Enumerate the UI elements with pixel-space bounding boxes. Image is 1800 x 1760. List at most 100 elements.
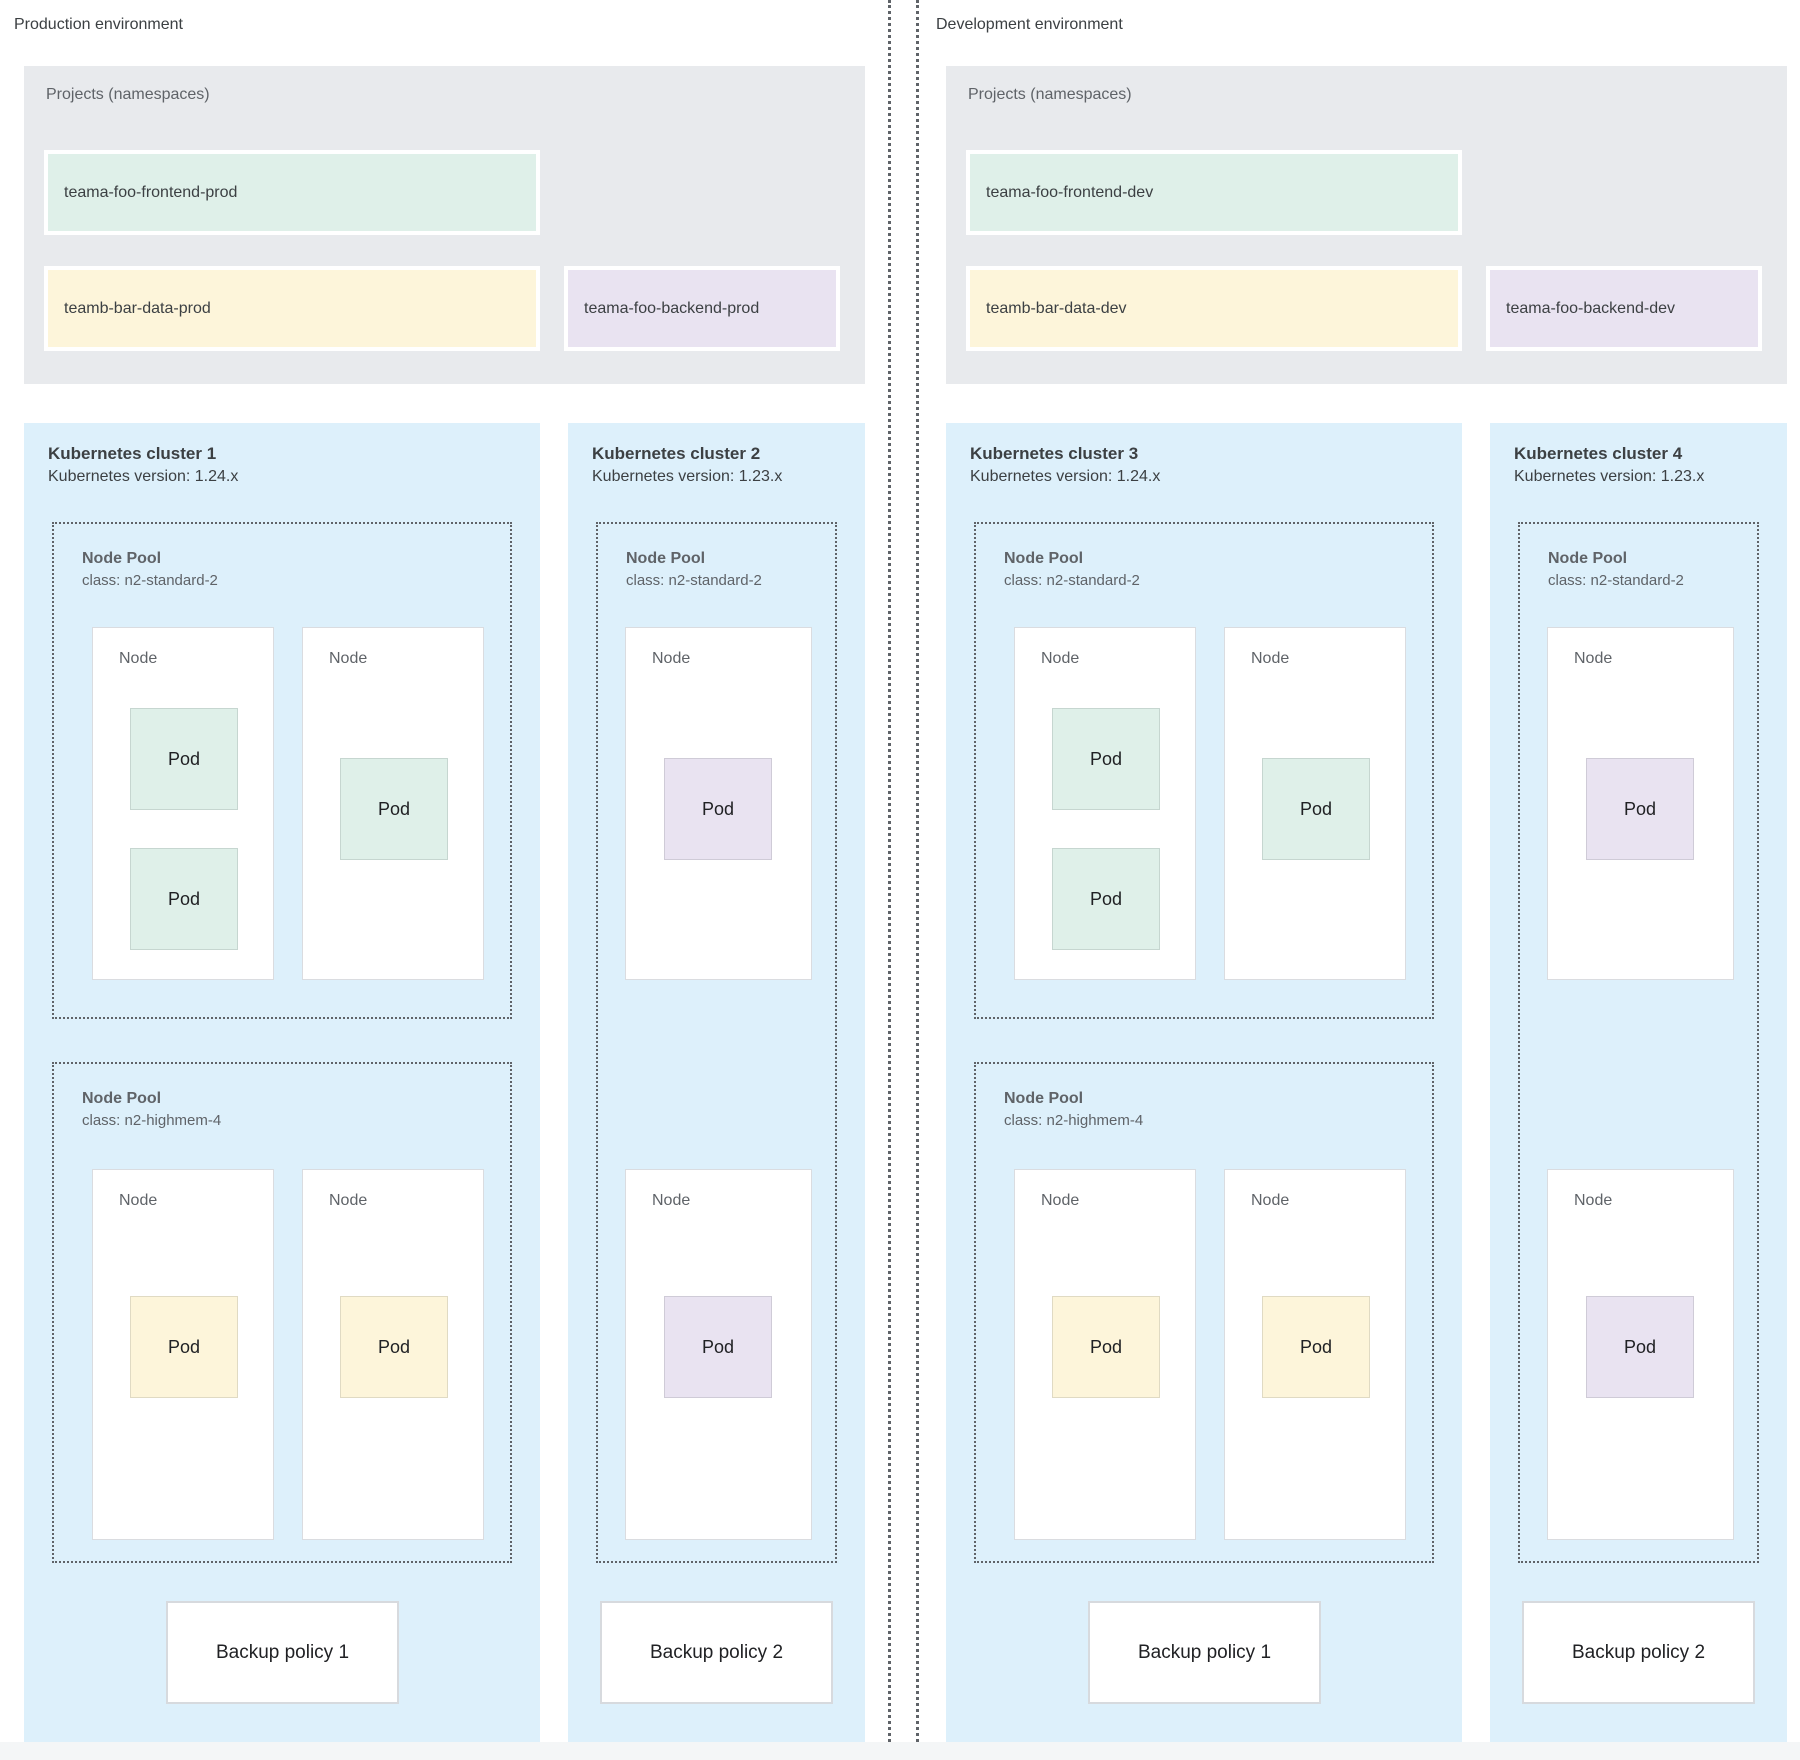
production-projects-box: Projects (namespaces) teama-foo-frontend…	[24, 66, 865, 384]
node-box: Node Pod	[1224, 1169, 1406, 1540]
project-chip-teamb-bar-data-prod: teamb-bar-data-prod	[44, 266, 540, 351]
pod-box: Pod	[130, 848, 238, 950]
pod-box: Pod	[664, 758, 772, 860]
node-box: Node Pod	[1224, 627, 1406, 980]
pod-box: Pod	[1586, 758, 1694, 860]
pod-label: Pod	[701, 798, 735, 819]
pod-label: Pod	[1299, 798, 1333, 819]
node-pool-standard: Node Pool class: n2-standard-2 Node Pod …	[1518, 522, 1759, 1563]
node-label: Node	[1251, 1192, 1290, 1209]
project-chip-teama-foo-frontend-dev: teama-foo-frontend-dev	[966, 150, 1462, 235]
pod-label: Pod	[1089, 748, 1123, 769]
backup-policy-label: Backup policy 2	[1571, 1641, 1706, 1663]
kubernetes-cluster-3-box: Kubernetes cluster 3 Kubernetes version:…	[946, 423, 1462, 1742]
cluster-title: Kubernetes cluster 3	[970, 444, 1139, 463]
node-box: Node Pod	[1014, 1169, 1196, 1540]
project-chip-label: teama-foo-backend-prod	[584, 299, 760, 317]
pod-label: Pod	[167, 1336, 201, 1357]
project-chip-label: teamb-bar-data-dev	[986, 299, 1127, 317]
node-pool-label: Node Pool	[626, 550, 706, 567]
node-pool-class: class: n2-standard-2	[1004, 572, 1140, 589]
backup-policy-2-box: Backup policy 2	[600, 1601, 833, 1704]
node-pool-highmem: Node Pool class: n2-highmem-4 Node Pod N…	[974, 1062, 1434, 1563]
cluster-title: Kubernetes cluster 2	[592, 444, 761, 463]
node-pool-standard: Node Pool class: n2-standard-2 Node Pod …	[596, 522, 837, 1563]
node-pool-standard: Node Pool class: n2-standard-2 Node Pod …	[974, 522, 1434, 1019]
node-box: Node Pod	[625, 1169, 812, 1540]
pod-box: Pod	[1052, 708, 1160, 810]
project-chip-label: teama-foo-frontend-prod	[64, 183, 238, 201]
cluster-title: Kubernetes cluster 1	[48, 444, 217, 463]
pod-box: Pod	[130, 708, 238, 810]
node-box: Node Pod	[1547, 627, 1734, 980]
node-label: Node	[1041, 1192, 1080, 1209]
projects-title: Projects (namespaces)	[46, 86, 210, 103]
pod-box: Pod	[664, 1296, 772, 1398]
node-box: Node Pod Pod	[92, 627, 274, 980]
pod-label: Pod	[701, 1336, 735, 1357]
node-label: Node	[119, 1192, 158, 1209]
node-pool-class: class: n2-highmem-4	[1004, 1112, 1144, 1129]
production-environment-label: Production environment	[14, 16, 183, 33]
pod-label: Pod	[167, 888, 201, 909]
environment-divider-line	[888, 0, 891, 1760]
project-chip-label: teama-foo-frontend-dev	[986, 183, 1154, 201]
cluster-version: Kubernetes version: 1.23.x	[592, 468, 783, 485]
node-label: Node	[652, 650, 691, 667]
backup-policy-2-box: Backup policy 2	[1522, 1601, 1755, 1704]
pod-label: Pod	[1089, 888, 1123, 909]
bottom-margin-band	[0, 1742, 1800, 1760]
backup-policy-1-box: Backup policy 1	[166, 1601, 399, 1704]
pod-label: Pod	[1623, 1336, 1657, 1357]
node-pool-label: Node Pool	[1548, 550, 1628, 567]
backup-policy-1-box: Backup policy 1	[1088, 1601, 1321, 1704]
node-pool-label: Node Pool	[1004, 1090, 1084, 1107]
pod-label: Pod	[377, 798, 411, 819]
cluster-version: Kubernetes version: 1.24.x	[48, 468, 239, 485]
node-pool-class: class: n2-standard-2	[626, 572, 762, 589]
project-chip-teama-foo-frontend-prod: teama-foo-frontend-prod	[44, 150, 540, 235]
node-pool-label: Node Pool	[82, 1090, 162, 1107]
backup-policy-label: Backup policy 2	[649, 1641, 784, 1663]
node-pool-class: class: n2-standard-2	[1548, 572, 1684, 589]
pod-label: Pod	[1623, 798, 1657, 819]
development-projects-box: Projects (namespaces) teama-foo-frontend…	[946, 66, 1787, 384]
cluster-version: Kubernetes version: 1.23.x	[1514, 468, 1705, 485]
pod-box: Pod	[1052, 1296, 1160, 1398]
environment-divider-line	[916, 0, 919, 1760]
pod-box: Pod	[1262, 758, 1370, 860]
node-pool-highmem: Node Pool class: n2-highmem-4 Node Pod N…	[52, 1062, 512, 1563]
pod-box: Pod	[1052, 848, 1160, 950]
project-chip-label: teama-foo-backend-dev	[1506, 299, 1675, 317]
pod-box: Pod	[1586, 1296, 1694, 1398]
node-label: Node	[1251, 650, 1290, 667]
cluster-title: Kubernetes cluster 4	[1514, 444, 1683, 463]
node-label: Node	[329, 1192, 368, 1209]
kubernetes-cluster-1-box: Kubernetes cluster 1 Kubernetes version:…	[24, 423, 540, 1742]
backup-policy-label: Backup policy 1	[215, 1641, 350, 1663]
pod-label: Pod	[167, 748, 201, 769]
pod-box: Pod	[340, 758, 448, 860]
node-label: Node	[329, 650, 368, 667]
pod-label: Pod	[1299, 1336, 1333, 1357]
pod-box: Pod	[130, 1296, 238, 1398]
pod-label: Pod	[1089, 1336, 1123, 1357]
pod-box: Pod	[1262, 1296, 1370, 1398]
node-pool-class: class: n2-highmem-4	[82, 1112, 222, 1129]
backup-policy-label: Backup policy 1	[1137, 1641, 1272, 1663]
node-box: Node Pod	[92, 1169, 274, 1540]
kubernetes-cluster-2-box: Kubernetes cluster 2 Kubernetes version:…	[568, 423, 865, 1742]
node-pool-class: class: n2-standard-2	[82, 572, 218, 589]
development-environment-label: Development environment	[936, 16, 1123, 33]
cluster-version: Kubernetes version: 1.24.x	[970, 468, 1161, 485]
project-chip-label: teamb-bar-data-prod	[64, 299, 211, 317]
node-pool-standard: Node Pool class: n2-standard-2 Node Pod …	[52, 522, 512, 1019]
node-box: Node Pod	[625, 627, 812, 980]
node-box: Node Pod	[302, 1169, 484, 1540]
node-label: Node	[119, 650, 158, 667]
node-label: Node	[1574, 1192, 1613, 1209]
kubernetes-cluster-4-box: Kubernetes cluster 4 Kubernetes version:…	[1490, 423, 1787, 1742]
project-chip-teama-foo-backend-dev: teama-foo-backend-dev	[1486, 266, 1762, 351]
projects-title: Projects (namespaces)	[968, 86, 1132, 103]
